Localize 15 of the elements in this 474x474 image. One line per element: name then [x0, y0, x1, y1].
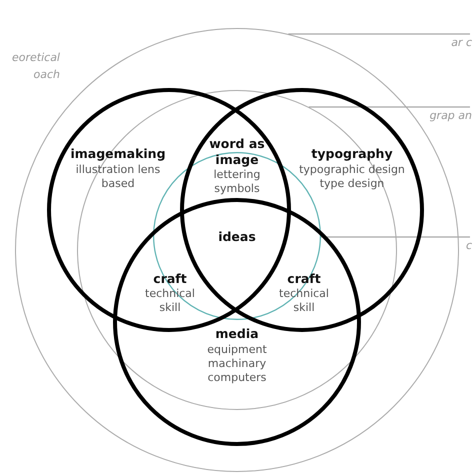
region-heading: word as image [208, 136, 266, 168]
leader-line [288, 33, 470, 35]
side-label: c [464, 238, 472, 254]
side-label: eoretical oach [10, 50, 60, 82]
circle-items: equipment machinary computers [206, 343, 268, 384]
circle-items: illustration lens based [74, 163, 162, 190]
region-items: lettering symbols [212, 168, 262, 196]
circle-heading: typography [310, 146, 394, 162]
circle-items: typographic design type design [298, 163, 406, 190]
side-label: ar c [450, 35, 472, 51]
side-label: grap an [428, 108, 472, 124]
leader-line [321, 236, 470, 238]
circle-heading: imagemaking [69, 146, 167, 162]
circle-heading: media [214, 326, 260, 342]
region-heading: ideas [217, 229, 257, 245]
